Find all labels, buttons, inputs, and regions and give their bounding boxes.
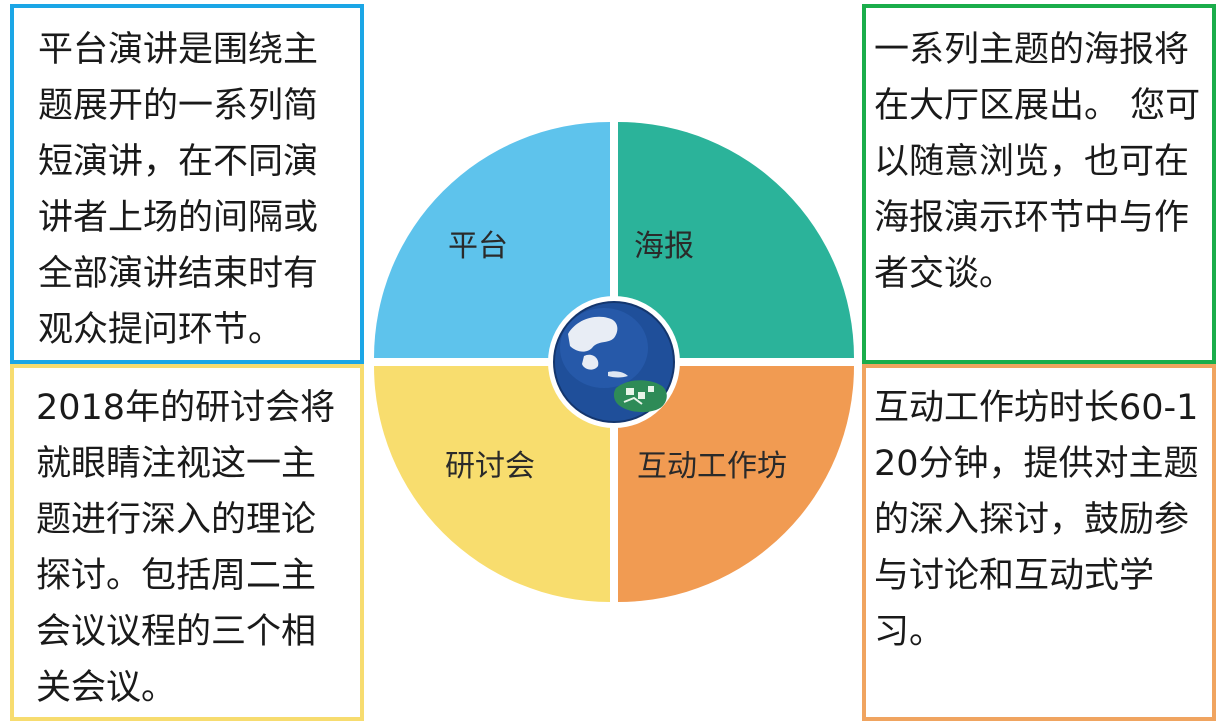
quadrant-label-platform: 平台 <box>448 229 508 264</box>
quadrant-platform <box>374 122 610 358</box>
quadrant-poster <box>618 122 854 358</box>
platform-description-text: 平台演讲是围绕主题展开的一系列简短演讲，在不同演讲者上场的间隔或全部演讲结束时有… <box>38 30 319 350</box>
poster-description-text: 一系列主题的海报将在大厅区展出。 您可以随意浏览，也可在海报演示环节中与作者交谈… <box>874 30 1201 294</box>
quadrant-label-workshop: 互动工作坊 <box>637 449 787 484</box>
workshop-description-text: 互动工作坊时长60-120分钟，提供对主题的深入探讨，鼓励参与讨论和互动式学习。 <box>874 388 1199 652</box>
quadrant-label-seminar: 研讨会 <box>445 449 535 484</box>
seminar-description-text: 2018年的研讨会将就眼睛注视这一主题进行深入的理论探讨。包括周二主会议议程的三… <box>36 388 336 708</box>
workshop-description-box: 互动工作坊时长60-120分钟，提供对主题的深入探讨，鼓励参与讨论和互动式学习。 <box>862 364 1216 721</box>
platform-description-box: 平台演讲是围绕主题展开的一系列简短演讲，在不同演讲者上场的间隔或全部演讲结束时有… <box>10 4 364 364</box>
session-type-circle-diagram: 平台 海报 研讨会 互动工作坊 <box>372 120 856 604</box>
quadrant-label-poster: 海报 <box>634 229 694 264</box>
seminar-description-box: 2018年的研讨会将就眼睛注视这一主题进行深入的理论探讨。包括周二主会议议程的三… <box>10 364 364 721</box>
quadrant-seminar <box>374 366 610 602</box>
quadrant-workshop <box>618 366 854 602</box>
poster-description-box: 一系列主题的海报将在大厅区展出。 您可以随意浏览，也可在海报演示环节中与作者交谈… <box>862 4 1216 364</box>
globe-icon <box>548 296 680 428</box>
